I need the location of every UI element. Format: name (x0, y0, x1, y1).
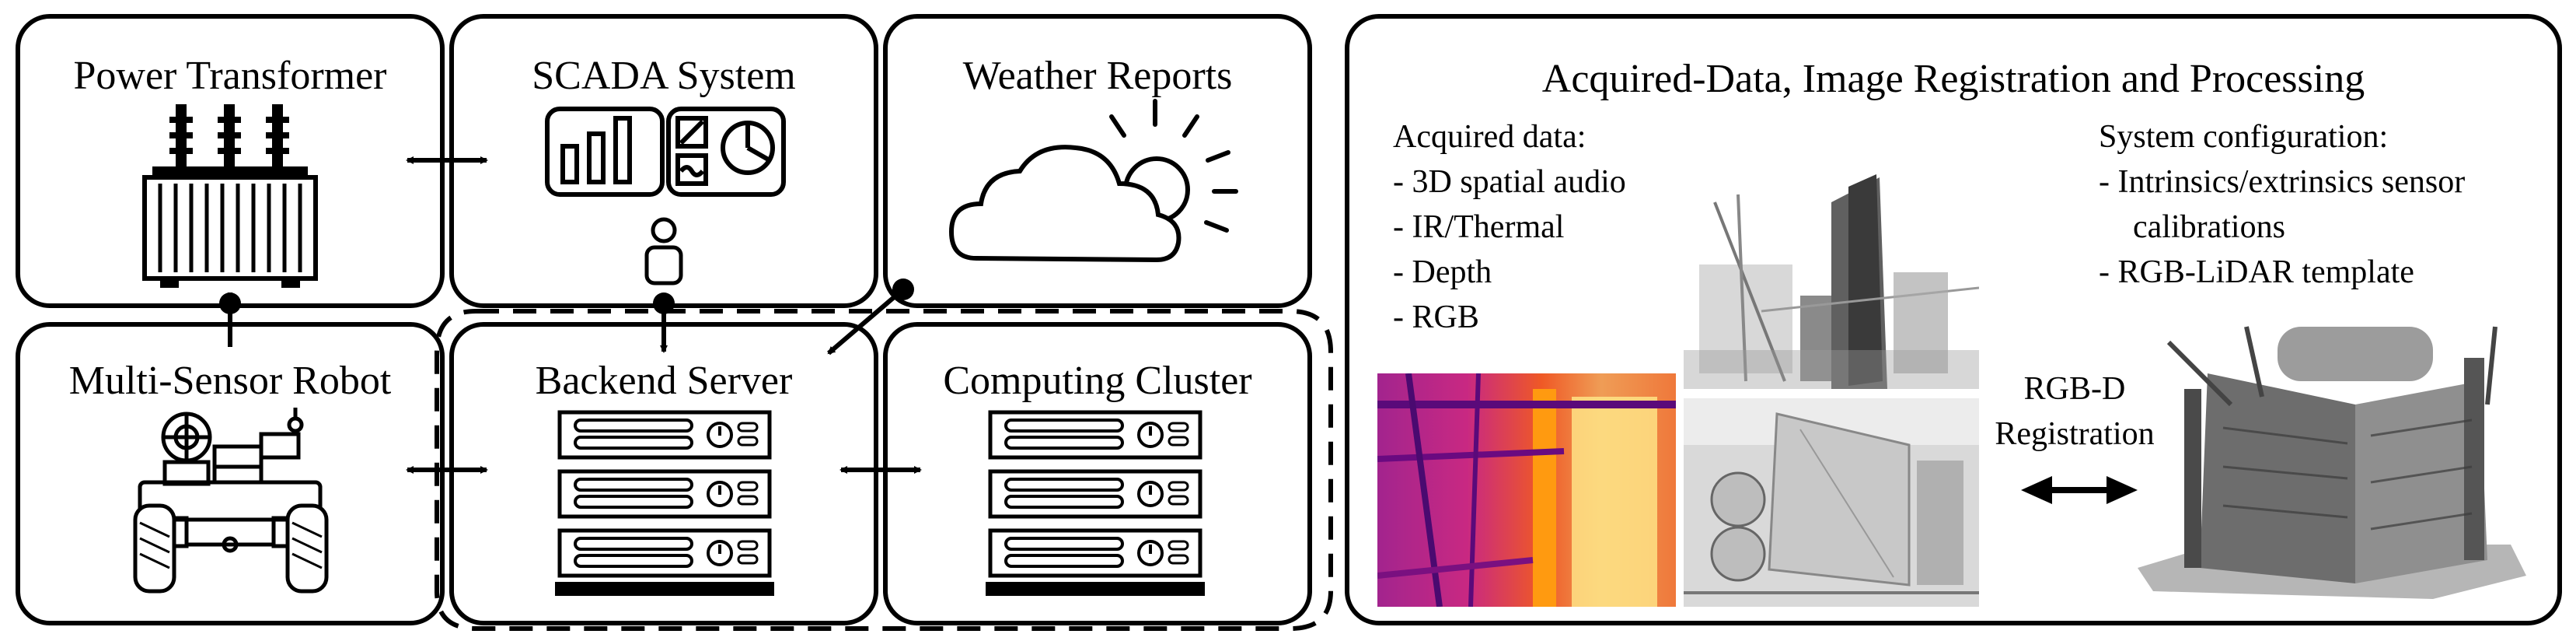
acquired-item-rgb: - RGB (1393, 299, 1479, 335)
link-weather-backend (827, 278, 914, 356)
server-rack-icon (555, 412, 774, 596)
acquired-item-audio: - 3D spatial audio (1393, 164, 1626, 200)
panel-title: Acquired-Data, Image Registration and Pr… (1541, 57, 2365, 101)
acquired-item-depth: - Depth (1393, 254, 1492, 290)
weather-reports-label: Weather Reports (962, 54, 1233, 98)
scada-system-label: SCADA System (532, 54, 796, 98)
rgb-image (1684, 398, 1979, 607)
dashboard-icon (545, 107, 786, 197)
double-arrow-icon (406, 156, 922, 474)
backend-server-label: Backend Server (535, 359, 793, 403)
computing-cluster-label: Computing Cluster (943, 359, 1252, 403)
transformer-icon (142, 104, 318, 288)
robot-icon (133, 408, 329, 594)
server-group-dashed-outline (435, 309, 1333, 631)
registration-arrow (2021, 476, 2138, 504)
link-transformer-robot (219, 292, 241, 347)
registration-label-line2: Registration (1995, 416, 2155, 452)
weather-icon (948, 99, 1238, 263)
acquired-data-heading: Acquired data: (1393, 119, 1586, 155)
power-transformer-label: Power Transformer (73, 54, 387, 98)
cluster-server-rack-icon (986, 412, 1205, 596)
system-config-heading: System configuration: (2099, 119, 2389, 155)
thermal-image (1377, 373, 1676, 607)
multi-sensor-robot-label: Multi-Sensor Robot (68, 359, 392, 403)
config-item-calibration-cont: calibrations (2133, 209, 2285, 245)
point-cloud-transformer (2122, 311, 2534, 607)
config-item-calibration: - Intrinsics/extrinsics sensor (2099, 164, 2466, 200)
config-item-template: - RGB-LiDAR template (2099, 254, 2414, 290)
registration-label-line1: RGB-D (2023, 371, 2126, 407)
depth-image (1684, 156, 1979, 389)
user-icon (644, 217, 683, 285)
link-scada-backend (653, 292, 675, 353)
multi-sensor-robot-box: Multi-Sensor Robot (16, 322, 445, 625)
acquired-item-thermal: - IR/Thermal (1393, 209, 1565, 245)
